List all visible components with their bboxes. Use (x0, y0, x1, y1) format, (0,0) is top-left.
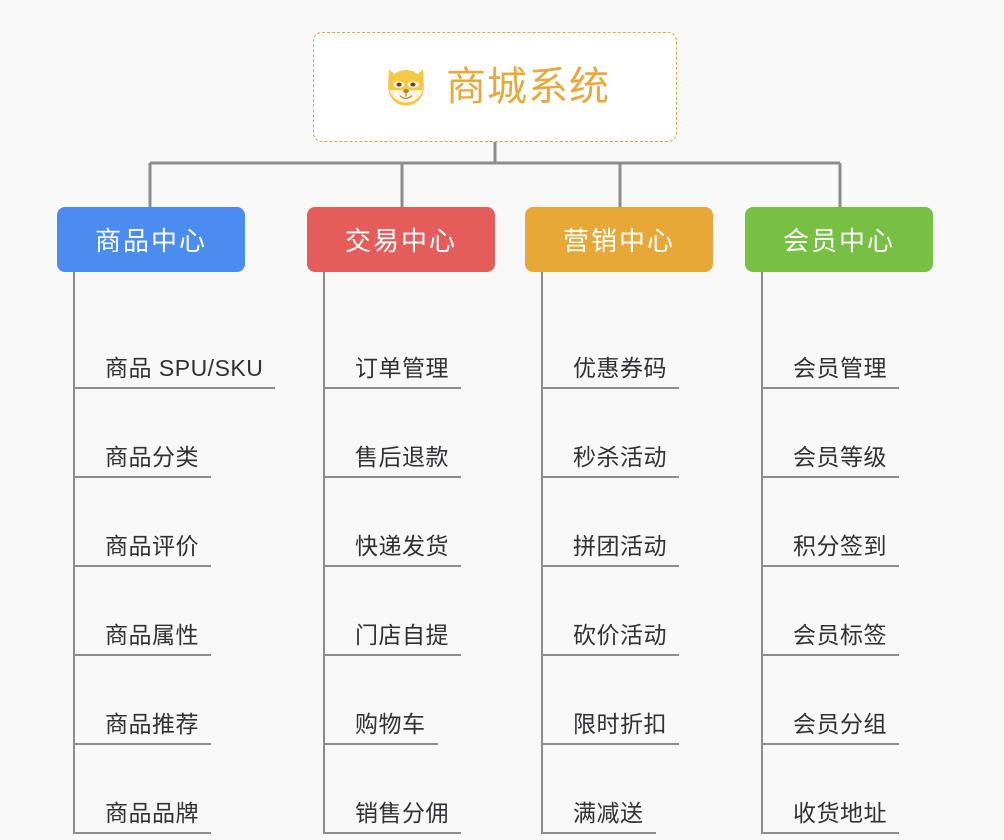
leaf-item[interactable]: 限时折扣 (525, 656, 735, 745)
leaf-label: 收货地址 (793, 799, 887, 826)
leaf-item[interactable]: 商品分类 (57, 389, 277, 478)
leaf-label: 限时折扣 (573, 710, 667, 737)
leaf-item[interactable]: 商品评价 (57, 478, 277, 567)
category-label: 交易中心 (344, 226, 457, 256)
leaf-item[interactable]: 订单管理 (307, 300, 517, 389)
leaf-label: 拼团活动 (573, 532, 667, 559)
category-label: 会员中心 (782, 226, 895, 256)
leaf-label: 商品分类 (105, 443, 199, 470)
leaf-label: 会员分组 (793, 710, 887, 737)
category-header-交易中心[interactable]: 交易中心 (307, 207, 495, 272)
leaf-label: 会员管理 (793, 354, 887, 381)
category-header-营销中心[interactable]: 营销中心 (525, 207, 713, 272)
leaf-item[interactable]: 会员等级 (745, 389, 960, 478)
leaf-item[interactable]: 商品品牌 (57, 745, 277, 834)
leaf-item[interactable]: 快递发货 (307, 478, 517, 567)
leaf-trunk (541, 272, 543, 834)
leaf-label: 购物车 (355, 710, 426, 737)
leaf-item[interactable]: 门店自提 (307, 567, 517, 656)
leaf-stack-0: 商品 SPU/SKU 商品分类 商品评价 商品属性 商品推荐 商品品牌 (57, 272, 277, 834)
leaf-item[interactable]: 商品属性 (57, 567, 277, 656)
leaf-label: 商品品牌 (105, 799, 199, 826)
shiba-dog-face-icon (388, 69, 424, 106)
leaf-label: 商品属性 (105, 621, 199, 648)
leaf-item[interactable]: 售后退款 (307, 389, 517, 478)
leaf-item[interactable]: 销售分佣 (307, 745, 517, 834)
leaf-item[interactable]: 会员标签 (745, 567, 960, 656)
leaf-item[interactable]: 积分签到 (745, 478, 960, 567)
category-column-0: 商品中心 商品 SPU/SKU 商品分类 商品评价 商品属性 商品推荐 商品品牌 (57, 207, 277, 834)
leaf-label: 会员等级 (793, 443, 887, 470)
category-column-3: 会员中心 会员管理 会员等级 积分签到 会员标签 会员分组 收货地址 (745, 207, 960, 834)
leaf-label: 快递发货 (355, 532, 449, 559)
leaf-label: 商品评价 (105, 532, 199, 559)
leaf-trunk (73, 272, 75, 834)
leaf-trunk (323, 272, 325, 834)
category-header-商品中心[interactable]: 商品中心 (57, 207, 245, 272)
leaf-stack-1: 订单管理 售后退款 快递发货 门店自提 购物车 销售分佣 (307, 272, 517, 834)
leaf-label: 积分签到 (793, 532, 887, 559)
leaf-label: 商品 SPU/SKU (105, 354, 264, 381)
leaf-item[interactable]: 秒杀活动 (525, 389, 735, 478)
category-column-1: 交易中心 订单管理 售后退款 快递发货 门店自提 购物车 销售分佣 (307, 207, 517, 834)
leaf-label: 满减送 (573, 799, 644, 826)
leaf-label: 会员标签 (793, 621, 887, 648)
leaf-item[interactable]: 拼团活动 (525, 478, 735, 567)
leaf-item[interactable]: 会员分组 (745, 656, 960, 745)
leaf-label: 优惠券码 (573, 354, 667, 381)
leaf-label: 商品推荐 (105, 710, 199, 737)
leaf-item[interactable]: 商品 SPU/SKU (57, 300, 277, 389)
leaf-label: 门店自提 (355, 621, 449, 648)
leaf-item[interactable]: 满减送 (525, 745, 735, 834)
leaf-label: 售后退款 (355, 443, 449, 470)
category-header-会员中心[interactable]: 会员中心 (745, 207, 933, 272)
leaf-label: 订单管理 (355, 354, 449, 381)
leaf-stack-2: 优惠券码 秒杀活动 拼团活动 砍价活动 限时折扣 满减送 (525, 272, 735, 834)
leaf-label: 砍价活动 (573, 621, 667, 648)
category-column-2: 营销中心 优惠券码 秒杀活动 拼团活动 砍价活动 限时折扣 满减送 (525, 207, 735, 834)
leaf-item[interactable]: 会员管理 (745, 300, 960, 389)
leaf-item[interactable]: 优惠券码 (525, 300, 735, 389)
leaf-trunk (761, 272, 763, 834)
root-title: 商城系统 (446, 65, 610, 109)
leaf-item[interactable]: 收货地址 (745, 745, 960, 834)
leaf-label: 秒杀活动 (573, 443, 667, 470)
root-node[interactable]: 商城系统 (313, 32, 677, 142)
leaf-stack-3: 会员管理 会员等级 积分签到 会员标签 会员分组 收货地址 (745, 272, 960, 834)
leaf-item[interactable]: 购物车 (307, 656, 517, 745)
leaf-item[interactable]: 商品推荐 (57, 656, 277, 745)
category-label: 营销中心 (562, 226, 675, 256)
leaf-item[interactable]: 砍价活动 (525, 567, 735, 656)
leaf-label: 销售分佣 (355, 799, 449, 826)
category-label: 商品中心 (94, 226, 207, 256)
